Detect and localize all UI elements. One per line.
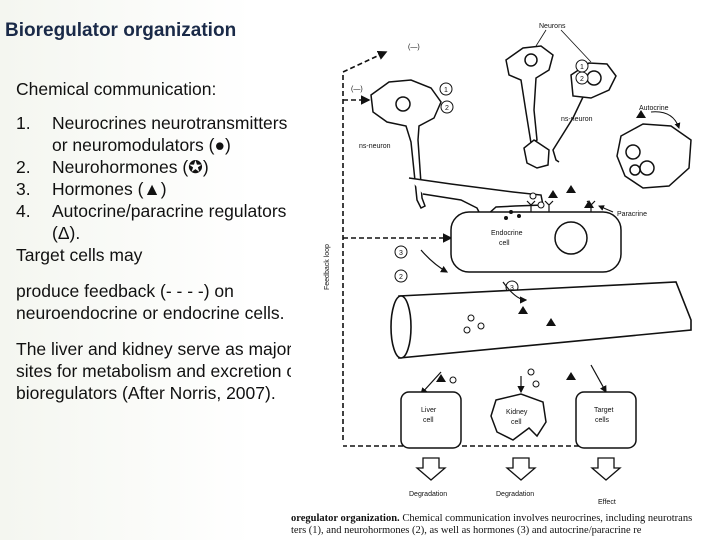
- svg-text:2: 2: [580, 76, 584, 83]
- kidney-label-1: Kidney: [506, 409, 528, 416]
- target-label-1: Target: [594, 407, 614, 414]
- feedback-text: produce feedback (- - - -) on neuroendoc…: [16, 281, 285, 323]
- slide-title: Bioregulator organization: [5, 20, 237, 41]
- liver-label-1: Liver: [421, 407, 437, 414]
- organ-cells: [400, 391, 637, 449]
- blood-vessel: [390, 281, 692, 359]
- neurohormone-symbols: [449, 192, 545, 388]
- minus-top-label: (—): [408, 44, 420, 51]
- diagram-svg: ns-neuron Neurons ns-neuron 1 2 1 2 3 2 3: [324, 23, 692, 506]
- list-number: 4.: [16, 201, 31, 221]
- bioregulator-figure: ns-neuron Neurons ns-neuron 1 2 1 2 3 2 3: [291, 0, 720, 540]
- caption-lead: oregulator organization.: [291, 513, 400, 524]
- list-text: Hormones (▲): [52, 179, 167, 199]
- slide-text: Chemical communication: 1. Neurocrines ne…: [16, 78, 306, 418]
- list-item: 1. Neurocrines neurotransmitters or neuro…: [16, 112, 306, 156]
- feedback-loop-label: Feedback loop: [324, 244, 331, 290]
- messenger-symbols: [436, 110, 646, 382]
- list-item: 4. Autocrine/paracrine regulators (Δ).: [16, 200, 306, 244]
- ns-neuron-right-label: ns-neuron: [561, 116, 593, 123]
- svg-text:3: 3: [399, 250, 403, 257]
- circled-number-text: 1 2 1 2 3 2 3: [399, 64, 584, 292]
- list-text: Neurohormones (✪): [52, 157, 209, 177]
- list-item: 3. Hormones (▲): [16, 178, 306, 200]
- upper-neurons: [505, 45, 617, 169]
- svg-text:2: 2: [445, 105, 449, 112]
- list-number: 2.: [16, 157, 31, 177]
- list-number: 3.: [16, 179, 31, 199]
- minus-mid-label: (—): [351, 86, 363, 93]
- degradation-mid-label: Degradation: [496, 491, 534, 498]
- endocrine-label-1: Endocrine: [491, 230, 523, 237]
- effect-label: Effect: [598, 499, 616, 506]
- svg-text:2: 2: [399, 274, 403, 281]
- svg-text:1: 1: [580, 64, 584, 71]
- degradation-left-label: Degradation: [409, 491, 447, 498]
- endocrine-label-2: cell: [499, 240, 510, 247]
- outcome-arrows: [415, 457, 622, 481]
- paracrine-label: Paracrine: [617, 211, 647, 218]
- autocrine-cell: [616, 123, 692, 189]
- list-text: Neurocrines neurotransmitters or neuromo…: [52, 113, 288, 155]
- svg-text:3: 3: [510, 285, 514, 292]
- intro-text: Chemical communication:: [16, 79, 217, 99]
- liver-label-2: cell: [423, 417, 434, 424]
- caption-line-1: Chemical communication involves neurocri…: [399, 513, 693, 524]
- ns-neuron-left-label: ns-neuron: [359, 143, 391, 150]
- list-text: Autocrine/paracrine regulators (Δ).: [52, 201, 287, 243]
- target-label-2: cells: [595, 417, 610, 424]
- neurons-label: Neurons: [539, 23, 566, 30]
- figure-caption: oregulator organization. Chemical commun…: [291, 513, 720, 540]
- liver-kidney-text: The liver and kidney serve as major site…: [16, 339, 301, 403]
- kidney-label-2: cell: [511, 419, 522, 426]
- list-number: 1.: [16, 113, 31, 133]
- flow-arrows: [420, 249, 607, 395]
- caption-line-2: ters (1), and neurohormones (2), as well…: [291, 525, 642, 536]
- endocrine-cell: [450, 211, 622, 273]
- target-cells-text: Target cells may: [16, 245, 143, 265]
- autocrine-label: Autocrine: [639, 105, 669, 112]
- left-neuron: [370, 79, 544, 217]
- list-item: 2. Neurohormones (✪): [16, 156, 306, 178]
- svg-text:1: 1: [444, 87, 448, 94]
